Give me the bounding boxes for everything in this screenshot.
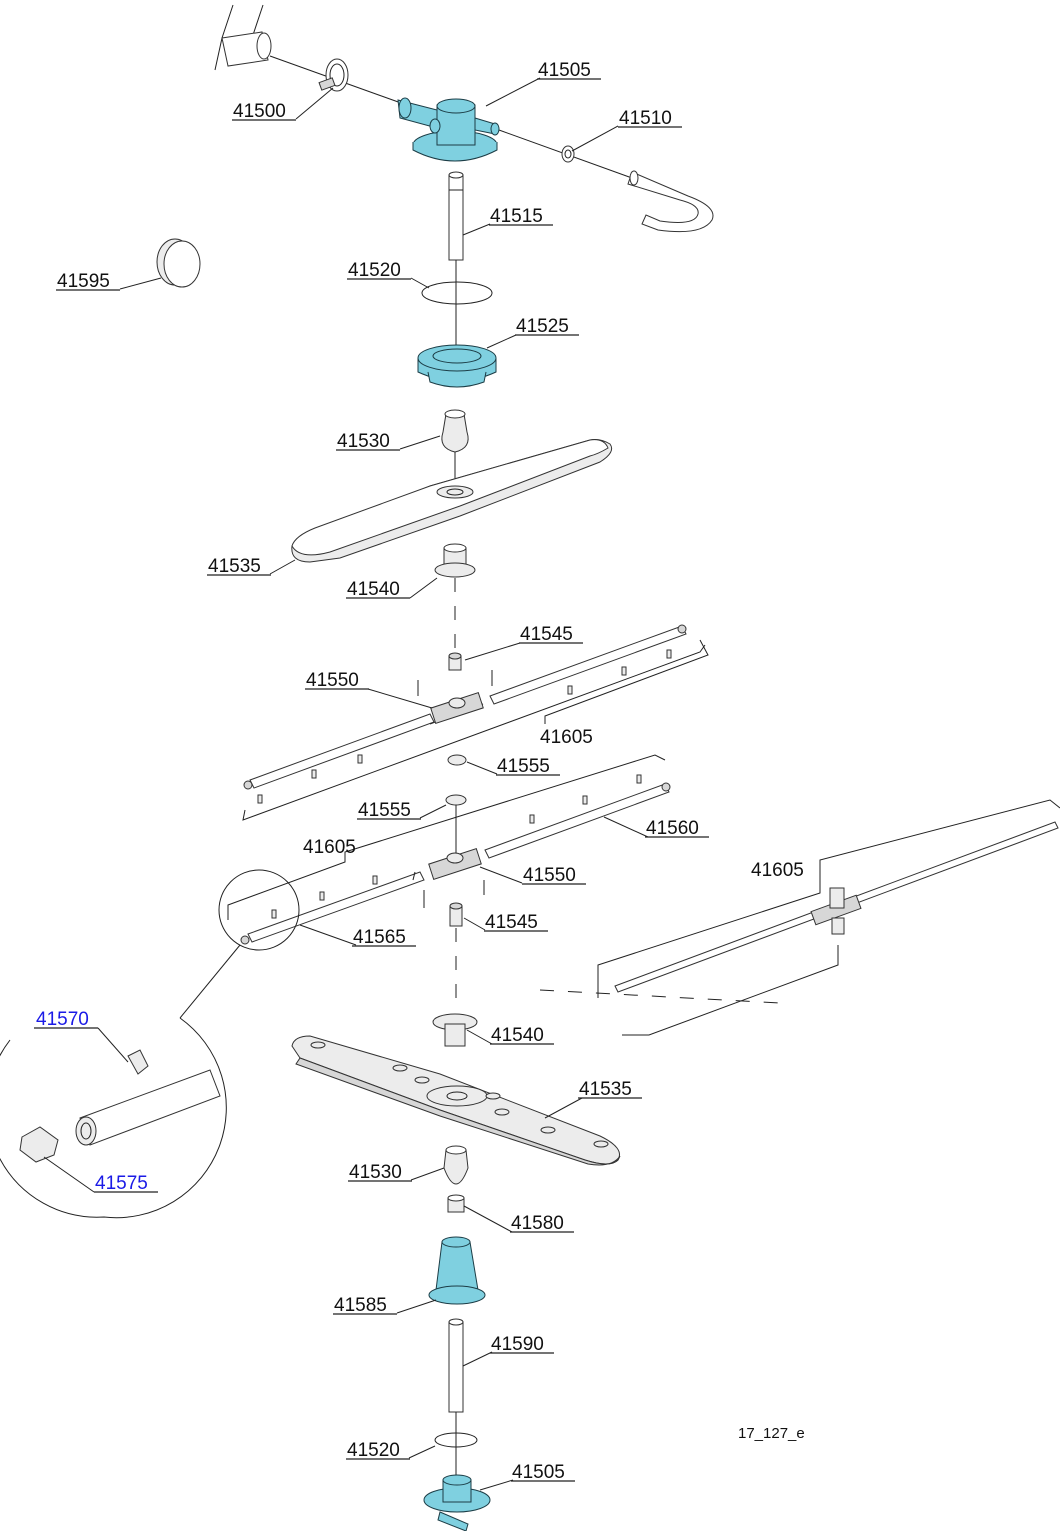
rinse-arm-assembly-41605-right <box>539 799 1060 1036</box>
part-label-41540-bottom: 41540 <box>491 1025 544 1046</box>
figure-reference: 17_127_e <box>738 1425 805 1442</box>
water-inlet-housing-41505-bottom <box>423 1474 491 1531</box>
part-label-41520-bottom: 41520 <box>347 1440 400 1461</box>
part-label-41555-b: 41555 <box>358 800 411 821</box>
rinse-arm-assembly-41605-upper <box>242 624 709 821</box>
part-labels: 41500 41505 41510 41515 41520 41525 4153… <box>36 60 805 1483</box>
water-inlet-housing-41505-top <box>397 97 500 162</box>
leader-lines <box>43 77 649 1491</box>
part-label-41560: 41560 <box>646 818 699 839</box>
part-label-41550-lower: 41550 <box>523 865 576 886</box>
rinse-arm-assembly-41605-lower <box>227 754 671 945</box>
label-underlines <box>34 78 709 1482</box>
part-label-41530-bottom: 41530 <box>349 1162 402 1183</box>
bushing-41530-top <box>441 409 469 453</box>
artwork <box>0 4 1060 1531</box>
part-label-41535-lower: 41535 <box>579 1079 632 1100</box>
part-label-41555-a: 41555 <box>497 756 550 777</box>
part-link-41570[interactable]: 41570 <box>36 1009 89 1030</box>
part-label-41535-upper: 41535 <box>208 556 261 577</box>
part-label-41515: 41515 <box>490 206 543 227</box>
part-label-41605-right: 41605 <box>751 860 804 881</box>
part-label-41595: 41595 <box>57 271 110 292</box>
part-label-41505-bottom: 41505 <box>512 1462 565 1483</box>
bushing-41530-bottom <box>443 1145 469 1185</box>
part-label-41500: 41500 <box>233 101 286 122</box>
bearing-support-41585 <box>428 1236 486 1305</box>
spray-arm-41535-upper <box>291 439 613 563</box>
part-label-41510: 41510 <box>619 108 672 129</box>
gasket-41520-top <box>421 281 493 305</box>
part-label-41580: 41580 <box>511 1213 564 1234</box>
ring-nut-41525 <box>417 344 497 388</box>
cap-41595 <box>156 238 201 288</box>
part-label-41520-top: 41520 <box>348 260 401 281</box>
hub-nut-41540-top <box>434 543 476 578</box>
tube-41515 <box>448 171 464 261</box>
part-label-41605-upper: 41605 <box>540 727 593 748</box>
detail-view <box>0 869 300 1219</box>
nozzle-fitting-41545-bottom <box>449 902 463 927</box>
spray-arm-41535-lower <box>291 1035 621 1166</box>
nozzle-fitting-41545-top <box>448 652 462 671</box>
washer-41555-a <box>447 754 467 766</box>
part-label-41540-top: 41540 <box>347 579 400 600</box>
gasket-41520-bottom <box>434 1432 478 1448</box>
shaft-41590 <box>448 1318 464 1413</box>
part-label-41505-top: 41505 <box>538 60 591 81</box>
part-label-41530-top: 41530 <box>337 431 390 452</box>
hose-clamp-41500 <box>318 58 349 92</box>
hose-clip-41510 <box>561 145 575 163</box>
part-label-41545-bottom: 41545 <box>485 912 538 933</box>
washer-41555-b <box>445 794 467 806</box>
part-label-41545-top: 41545 <box>520 624 573 645</box>
part-label-41585: 41585 <box>334 1295 387 1316</box>
part-label-41590: 41590 <box>491 1334 544 1355</box>
part-label-41550-upper: 41550 <box>306 670 359 691</box>
part-label-41565: 41565 <box>353 927 406 948</box>
part-label-41605-lower: 41605 <box>303 837 356 858</box>
hub-nut-41540-bottom <box>432 1013 478 1047</box>
spacer-41580 <box>447 1194 465 1213</box>
part-link-41575[interactable]: 41575 <box>95 1173 148 1194</box>
part-label-41525: 41525 <box>516 316 569 337</box>
